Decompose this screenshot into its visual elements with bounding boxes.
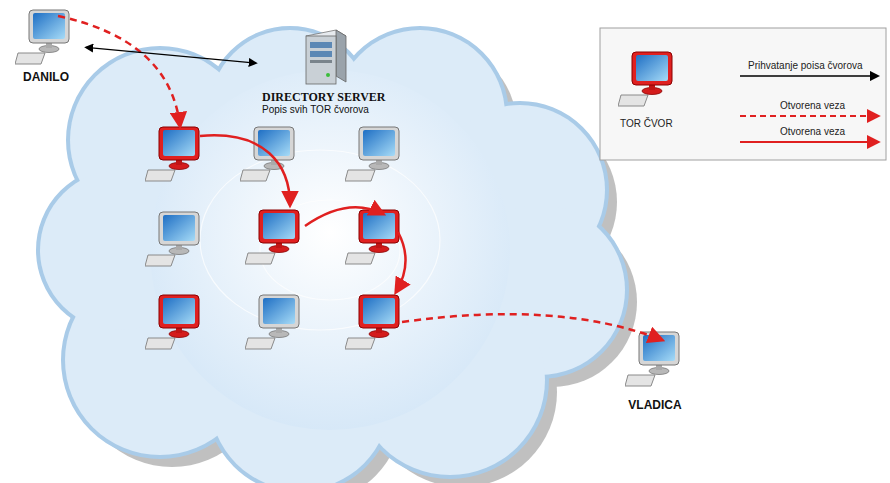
- legend-text: Otvorena veza: [780, 126, 845, 138]
- legend-line-solid: [740, 141, 878, 143]
- node-label: DANILO: [23, 70, 69, 84]
- server-icon: [306, 30, 346, 84]
- node-label: DIRECTORY SERVER: [262, 91, 386, 104]
- vladica-computer: [625, 332, 679, 386]
- tor-nodes: [145, 127, 399, 349]
- tor-route: [58, 16, 662, 340]
- node-label: VLADICA: [628, 398, 681, 412]
- legend-text: TOR ČVOR: [620, 118, 673, 130]
- danilo-computer: [15, 10, 69, 64]
- node-subtitle: Popis svih TOR čvorova: [262, 104, 369, 116]
- client-computer: VLADICA: [615, 328, 695, 412]
- legend-text: Prihvatanje poisa čvorova: [748, 60, 863, 72]
- legend-line-black: [740, 75, 878, 77]
- connector-arrow: [86, 47, 256, 63]
- legend-line-dashed: [740, 115, 878, 117]
- cloud-outline: [40, 30, 625, 483]
- cloud-fill: [40, 30, 625, 483]
- cloud-core: [150, 70, 510, 430]
- legend-box: [600, 28, 886, 160]
- client-computer: DANILO: [8, 6, 84, 84]
- legend-tor-icon: [618, 52, 672, 106]
- directory-server: DIRECTORY SERVERPopis svih TOR čvorova: [258, 26, 404, 116]
- cloud-swirls: [200, 150, 440, 330]
- legend-text: Otvorena veza: [780, 100, 845, 112]
